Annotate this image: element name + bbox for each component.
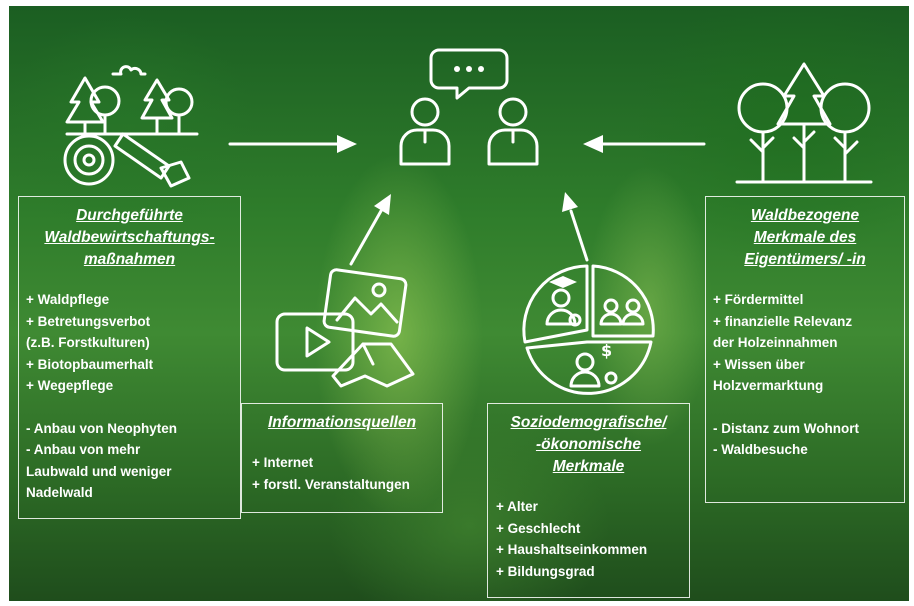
forestry-saw-icon [63,65,199,188]
sociodemographic-title-line: Soziodemografische/ [510,414,667,431]
sociodemographic-title: Soziodemografische/ -ökonomische Merkmal… [488,412,689,478]
list-item: - Anbau von mehr [26,442,141,457]
arrows [228,135,706,266]
dollar-icon: $ [601,341,612,360]
media-icon [275,268,415,388]
information-title: Informationsquellen [242,412,442,434]
management-title-line: maßnahmen [83,251,176,268]
sociodemographic-list: + Alter + Geschlecht + Haushaltseinkomme… [496,496,689,582]
owner-title-line: Merkmale des [753,229,857,246]
information-list: + Internet + forstl. Veranstaltungen [252,452,442,495]
list-item: + Haushaltseinkommen [496,542,648,557]
list-item: Nadelwald [26,485,93,500]
information-title-line: Informationsquellen [267,414,417,431]
list-item: + finanzielle Relevanz [713,313,853,329]
list-item: + forstl. Veranstaltungen [252,476,410,492]
list-item: Laubwald und weniger [26,463,172,479]
list-item: + Internet [252,455,314,470]
people-conversation-icon [399,48,539,166]
information-box: Informationsquellen + Internet + forstl.… [241,403,443,513]
trees-icon [735,62,873,184]
owner-list: + Fördermittel + finanzielle Relevanz de… [713,289,904,461]
owner-box: Waldbezogene Merkmale des Eigentümers/ -… [705,196,905,503]
arrow-pie-to-center [562,192,589,262]
list-item: - Waldbesuche [713,442,808,457]
list-item: + Wegepflege [26,378,114,393]
management-title-line: Waldbewirtschaftungs- [44,229,215,246]
management-box: Durchgeführte Waldbewirtschaftungs- maßn… [18,196,241,519]
management-title-line: Durchgeführte [76,207,183,224]
owner-title-line: Eigentümers/ -in [744,251,866,268]
list-item: + Fördermittel [713,292,804,307]
list-item: - Anbau von Neophyten [26,420,177,436]
owner-title: Waldbezogene Merkmale des Eigentümers/ -… [706,205,904,271]
sociodemographic-title-line: Merkmale [552,458,625,475]
sociodemographic-pie-icon: $ [522,264,655,395]
sociodemographic-box: Soziodemografische/ -ökonomische Merkmal… [487,403,690,598]
list-item: + Waldpflege [26,292,110,307]
arrow-media-to-center [349,194,391,266]
diagram-canvas: Durchgeführte Waldbewirtschaftungs- maßn… [9,6,909,601]
management-title: Durchgeführte Waldbewirtschaftungs- maßn… [19,205,240,271]
arrow-right-to-center [583,135,706,153]
list-item: Holzvermarktung [713,378,824,393]
list-item: + Wissen über [713,356,805,372]
list-item: (z.B. Forstkulturen) [26,335,150,350]
list-item: + Biotopbaumerhalt [26,356,154,372]
list-item: + Bildungsgrad [496,563,595,579]
list-item: der Holzeinnahmen [713,335,838,350]
sociodemographic-title-line: -ökonomische [535,436,642,453]
arrow-left-to-center [228,135,357,153]
list-item: + Alter [496,499,538,514]
list-item: + Geschlecht [496,520,581,536]
list-item: + Betretungsverbot [26,313,151,329]
owner-title-line: Waldbezogene [750,207,860,224]
management-list: + Waldpflege + Betretungsverbot (z.B. Fo… [26,289,240,504]
list-item: - Distanz zum Wohnort [713,420,859,436]
